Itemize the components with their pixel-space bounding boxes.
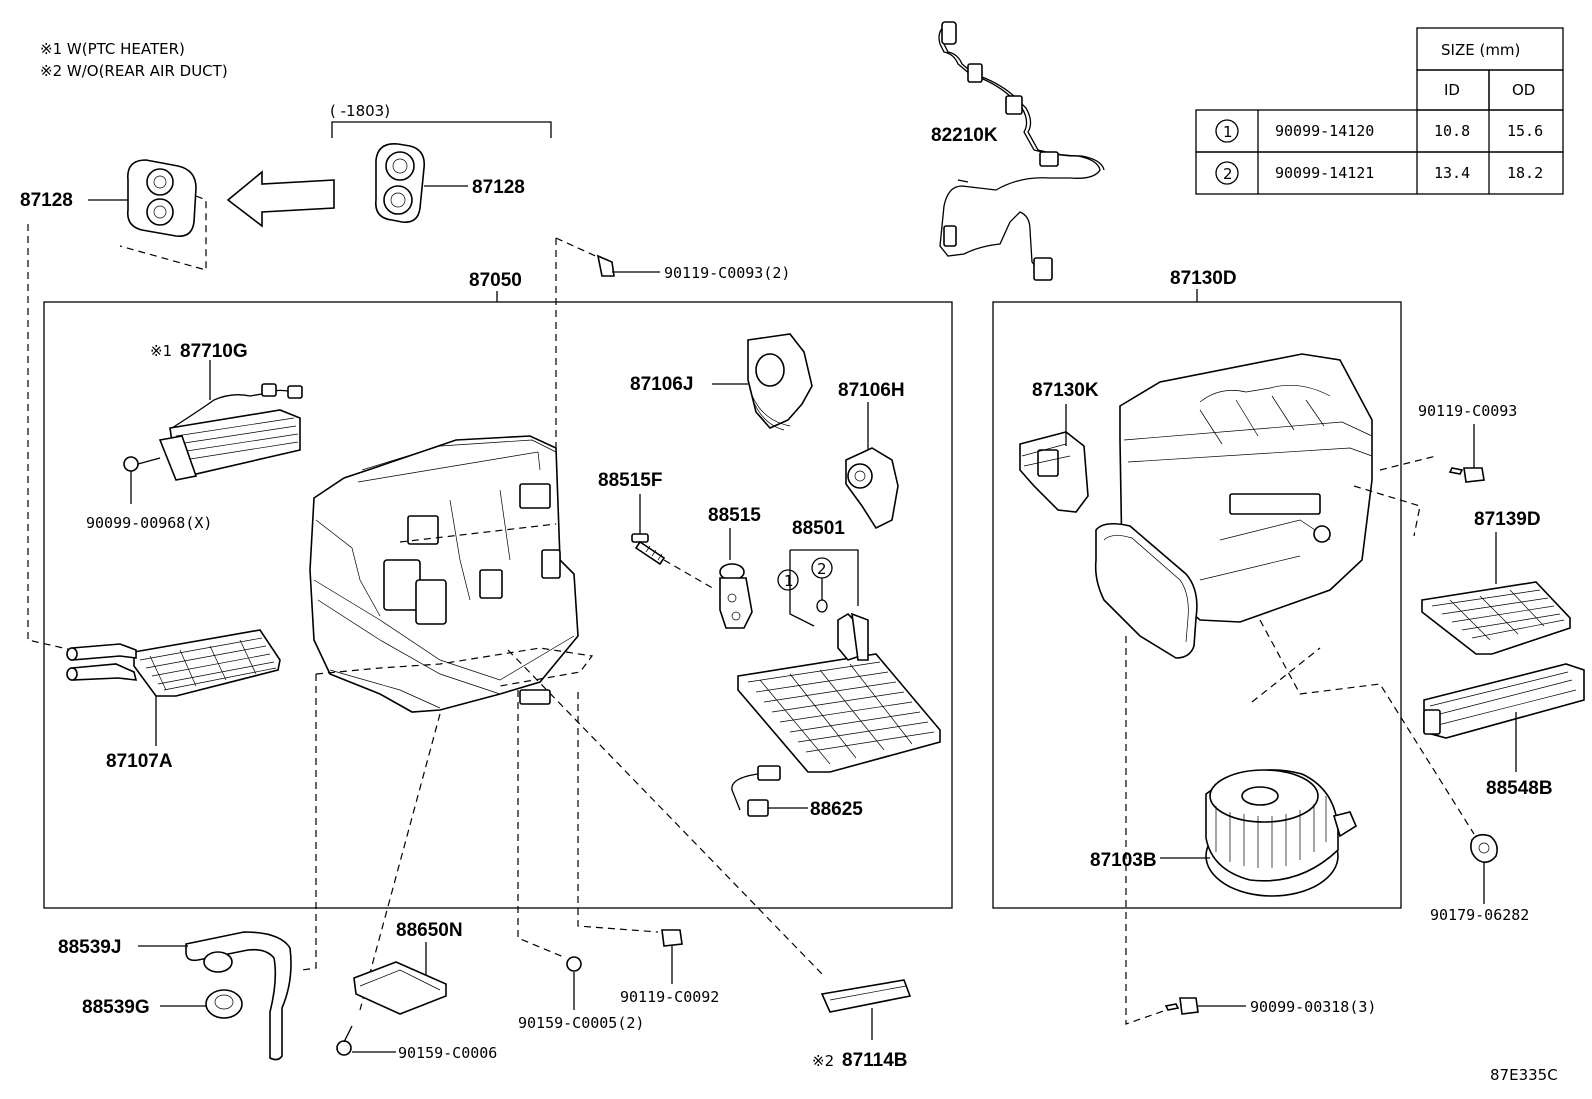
duct-87114b	[820, 979, 912, 1040]
servo-87106h	[845, 402, 899, 530]
screw-90099-00318	[1164, 997, 1246, 1015]
direction-arrow	[226, 170, 335, 228]
label-90159-c0005: 90159-C0005(2)	[518, 1014, 644, 1032]
label-90099-00318: 90099-00318(3)	[1250, 998, 1376, 1016]
label-90119-c0093: 90119-C0093	[1418, 402, 1517, 420]
label-88501: 88501	[792, 518, 845, 539]
label-90159-c0006: 90159-C0006	[398, 1044, 497, 1062]
wire-harness-82210k	[938, 21, 1105, 281]
label-87106j: 87106J	[630, 374, 693, 395]
size-table-col-od: OD	[1512, 81, 1535, 99]
blower-motor-87103b	[1160, 769, 1358, 897]
label-87114b: 87114B	[842, 1050, 908, 1071]
size-table-row1-od: 15.6	[1507, 122, 1543, 140]
heater-housing-87050	[309, 435, 579, 713]
label-87103b: 87103B	[1090, 850, 1157, 871]
screw-90119-c0093	[1448, 424, 1485, 483]
label-88515: 88515	[708, 505, 761, 526]
label-88548b: 88548B	[1486, 778, 1553, 799]
label-87128-left: 87128	[20, 190, 73, 211]
date-range-bracket	[331, 121, 552, 138]
screw-90159-c0006	[336, 1025, 396, 1056]
label-circle-1: 1	[784, 572, 794, 590]
label-87130d: 87130D	[1170, 268, 1237, 289]
screw-90159-c0005	[566, 956, 582, 1010]
size-table-row2-num: 2	[1223, 165, 1233, 183]
note-2: ※2 W/O(REAR AIR DUCT)	[40, 62, 228, 80]
label-87114b-mark: ※2	[812, 1052, 834, 1070]
grommet-87128-left	[126, 159, 197, 238]
label-88539g: 88539G	[82, 997, 150, 1018]
size-table-row2-od: 18.2	[1507, 164, 1543, 182]
bolt-88515f	[631, 494, 666, 566]
servo-87106j	[712, 333, 813, 431]
label-88625: 88625	[810, 799, 863, 820]
figure-code: 87E335C	[1490, 1066, 1558, 1084]
note-1: ※1 W(PTC HEATER)	[40, 40, 185, 58]
sensor-88625	[731, 765, 808, 817]
label-87710g-mark: ※1	[150, 342, 172, 360]
screw-90119-c0092	[661, 929, 683, 984]
label-90179-06282: 90179-06282	[1430, 906, 1529, 924]
size-table-col-id: ID	[1444, 81, 1460, 99]
label-87107a: 87107A	[106, 751, 173, 772]
size-table-title: SIZE (mm)	[1441, 41, 1520, 59]
amplifier-88650n	[353, 961, 447, 1015]
size-table-row1-part: 90099-14120	[1275, 122, 1374, 140]
label-90119-c0093-2: 90119-C0093(2)	[664, 264, 790, 282]
size-table-row1-id: 10.8	[1434, 122, 1470, 140]
label-87130k: 87130K	[1032, 380, 1099, 401]
screw-90099-00968	[123, 456, 161, 504]
label-87710g: 87710G	[180, 341, 248, 362]
blower-housing-87130d	[1119, 353, 1373, 623]
label-88650n: 88650N	[396, 920, 463, 941]
heater-core-87107a	[66, 629, 281, 746]
ptc-heater-87710g	[158, 360, 303, 481]
size-table-row1-num: 1	[1223, 123, 1233, 141]
heater-unit-frame	[43, 301, 953, 909]
filter-88548b	[1423, 663, 1585, 772]
label-88515f: 88515F	[598, 470, 662, 491]
evaporator-88501	[737, 612, 941, 773]
grommet-88539g	[160, 989, 243, 1019]
label-87128-right: 87128	[472, 177, 525, 198]
label-90119-c0092: 90119-C0092	[620, 988, 719, 1006]
date-range: ( -1803)	[330, 102, 390, 120]
screw-90119-c0093-2	[596, 254, 660, 277]
label-87139d: 87139D	[1474, 509, 1541, 530]
label-87050: 87050	[469, 270, 522, 291]
grommet-87128-right	[375, 143, 426, 224]
label-87106h: 87106H	[838, 380, 905, 401]
nut-90179-06282	[1470, 833, 1498, 904]
size-table-row2-id: 13.4	[1434, 164, 1470, 182]
label-circle-2: 2	[817, 560, 827, 578]
servo-87130k	[1019, 404, 1089, 513]
label-88539j: 88539J	[58, 937, 121, 958]
label-90099-00968: 90099-00968(X)	[86, 514, 212, 532]
blower-inlet-duct	[1094, 522, 1198, 659]
hose-88539j	[138, 931, 292, 1061]
expansion-valve-88515	[719, 528, 753, 629]
label-82210k: 82210K	[931, 125, 998, 146]
size-table-row2-part: 90099-14121	[1275, 164, 1374, 182]
size-table: SIZE (mm) ID OD 1 90099-14120 10.8 15.6 …	[1195, 27, 1564, 195]
filter-87139d	[1421, 581, 1571, 655]
